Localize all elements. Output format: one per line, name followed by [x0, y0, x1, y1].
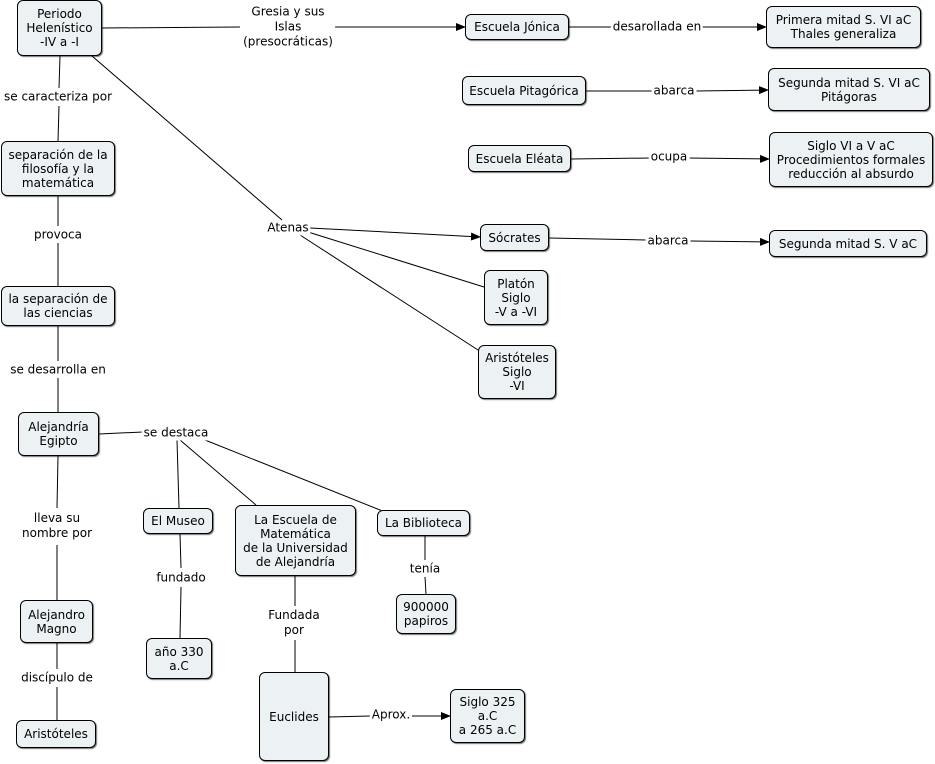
line-tenia-papiros — [424, 576, 427, 595]
link-label-fundada-por: Fundada por — [266, 608, 322, 638]
line-ocupa-siglo — [687, 154, 770, 163]
concept-socrates[interactable]: Sócrates — [480, 224, 549, 251]
link-label-fundado: fundado — [154, 570, 208, 586]
concept-escuela-eleata[interactable]: Escuela Eléata — [468, 145, 571, 172]
line-periodo-gresia — [101, 26, 241, 29]
concept-separacion-ciencias[interactable]: la separación de las ciencias — [1, 286, 115, 326]
line-atenas-aristoteles — [299, 234, 479, 351]
line-destaca-escuela — [179, 439, 257, 506]
concept-900000-papiros[interactable]: 900000 papiros — [396, 594, 456, 634]
line-atenas-platon — [307, 231, 485, 288]
concept-la-biblioteca[interactable]: La Biblioteca — [377, 510, 470, 536]
line-destaca-biblioteca — [199, 437, 386, 513]
link-label-desarollada-en: desarollada en — [610, 19, 704, 35]
concept-aristoteles[interactable]: Aristóteles — [16, 720, 96, 748]
link-label-ocupa: ocupa — [648, 149, 690, 165]
link-label-se-desarrolla: se desarrolla en — [8, 362, 108, 378]
link-label-abarca-2: abarca — [645, 233, 691, 249]
concept-periodo-helenistico[interactable]: Periodo Helenístico -IV a -I — [17, 0, 102, 56]
concept-segunda-mitad-v[interactable]: Segunda mitad S. V aC — [769, 230, 927, 257]
link-label-discipulo-de: discípulo de — [19, 670, 95, 686]
line-abarca-segunda-vi — [695, 86, 769, 95]
concept-escuela-matematica[interactable]: La Escuela de Matemática de la Universid… — [235, 505, 356, 576]
line-periodo-caracteriza — [58, 55, 61, 89]
concept-siglo-vi-v[interactable]: Siglo VI a V aC Procedimientos formales … — [769, 132, 933, 187]
concept-platon[interactable]: Platón Siglo -V a -VI — [484, 270, 548, 325]
link-label-se-caracteriza: se caracteriza por — [2, 89, 114, 105]
link-label-provoca: provoca — [31, 227, 85, 243]
line-destaca-museo — [176, 439, 180, 509]
concept-separacion-filosofia-matematica[interactable]: separación de la filosofía y la matemáti… — [1, 141, 115, 196]
line-alejandria-destaca — [98, 431, 144, 435]
line-socrates-abarca — [548, 237, 647, 241]
link-label-atenas: Atenas — [265, 220, 311, 236]
line-atenas-socrates — [309, 227, 481, 241]
line-caracteriza-separacion — [57, 105, 60, 142]
concept-ano-330[interactable]: año 330 a.C — [146, 638, 212, 679]
concept-escuela-pitagorica[interactable]: Escuela Pitagórica — [462, 76, 586, 105]
concept-alejandria-egipto[interactable]: Alejandría Egipto — [18, 412, 99, 456]
link-label-lleva-su-nombre: lleva su nombre por — [19, 511, 95, 541]
concept-aristoteles-siglo[interactable]: Aristóteles Siglo -VI — [478, 345, 556, 399]
link-label-aprox: Aprox. — [369, 707, 413, 723]
link-label-se-destaca: se destaca — [141, 425, 211, 441]
link-label-tenia: tenía — [407, 561, 443, 577]
line-museo-fundado — [179, 533, 182, 569]
concept-primera-mitad-vi[interactable]: Primera mitad S. VI aC Thales generaliza — [766, 6, 921, 48]
concept-siglo-325[interactable]: Siglo 325 a.C a 265 a.C — [450, 689, 525, 743]
line-abarca-segunda-v — [689, 237, 770, 246]
concept-el-museo[interactable]: El Museo — [143, 508, 213, 534]
link-label-abarca-1: abarca — [651, 83, 697, 99]
line-euclides-aprox — [328, 715, 371, 718]
concept-segunda-mitad-vi[interactable]: Segunda mitad S. VI aC Pitágoras — [768, 68, 930, 111]
line-periodo-atenas — [91, 55, 283, 221]
concept-alejandro-magno[interactable]: Alejandro Magno — [20, 600, 93, 643]
line-fundado-ano — [179, 586, 182, 639]
line-eleata-ocupa — [570, 157, 651, 160]
line-alejandria-lleva — [56, 455, 59, 509]
link-label-gresia: Gresia y sus Islas (presocráticas) — [241, 4, 335, 50]
concept-escuela-jonica[interactable]: Escuela Jónica — [465, 14, 569, 40]
concept-euclides[interactable]: Euclides — [259, 672, 329, 761]
